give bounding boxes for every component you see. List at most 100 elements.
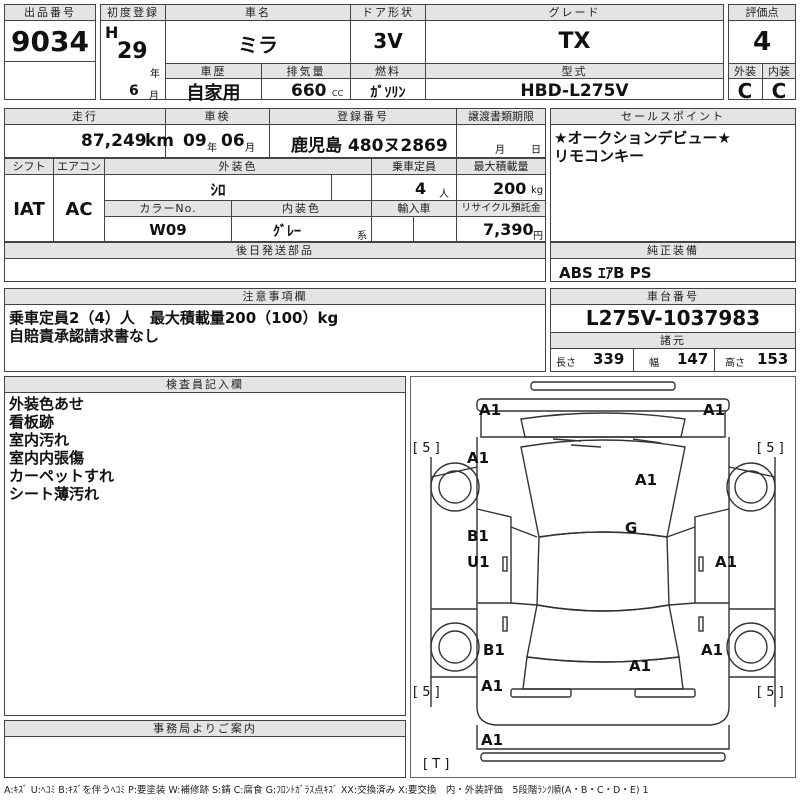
width-label: 幅 bbox=[649, 358, 659, 369]
tire-front-left: [ 5 ] bbox=[413, 441, 440, 456]
lot-box: 出品番号 9034 bbox=[4, 4, 96, 100]
reg-month: 6 bbox=[129, 83, 139, 99]
legend: A:ｷｽﾞ U:ﾍｺﾐ B:ｷｽﾞを伴うﾍｺﾐ P:要塗装 W:補修跡 S:錆 … bbox=[4, 785, 649, 796]
fuel-label: 燃料 bbox=[351, 64, 425, 79]
capacity-unit: 人 bbox=[439, 189, 449, 200]
mark-rear-bumper: A1 bbox=[481, 731, 504, 749]
car-outline-drawing bbox=[430, 381, 776, 762]
recycle-label: リサイクル預託金 bbox=[457, 201, 545, 216]
load-unit: kg bbox=[531, 185, 544, 196]
mark-hood: A1 bbox=[467, 449, 490, 467]
transfer-day: 日 bbox=[531, 145, 541, 156]
spec-label: 諸元 bbox=[551, 333, 795, 348]
vehicle-header: 初度登録 車名 ドア形状 グレード H 29 年 6 月 ミラ 3V TX 車歴… bbox=[100, 4, 724, 104]
mark-rear-left: B1 bbox=[483, 641, 505, 659]
name-label: 車名 bbox=[166, 5, 350, 20]
int-grade: C bbox=[771, 79, 787, 103]
notes-box: 注意事項欄 乗車定員2（4）人 最大積載量200（100）kg 自賠責承認請求書… bbox=[4, 288, 546, 372]
reg-year-unit: 年 bbox=[150, 69, 160, 80]
mark-roof-front: A1 bbox=[635, 471, 658, 489]
mark-right-door: A1 bbox=[715, 553, 738, 571]
chassis-box: 車台番号 L275V-1037983 諸元 長さ 339 幅 147 高さ 15… bbox=[550, 288, 796, 372]
lot-label: 出品番号 bbox=[5, 5, 95, 20]
tire-front-right: [ 5 ] bbox=[757, 441, 784, 456]
km-unit: km bbox=[145, 131, 175, 151]
equipment-label: 純正装備 bbox=[551, 243, 795, 258]
mark-windshield: G bbox=[625, 519, 638, 537]
fuel: ｶﾞｿﾘﾝ bbox=[370, 85, 406, 101]
model: HBD-L275V bbox=[520, 81, 629, 101]
car-diagram: A1 A1 A1 A1 G B1 U1 A1 B1 A1 A1 A1 A1 [ … bbox=[410, 376, 796, 778]
capacity: 4 bbox=[415, 179, 427, 198]
reg-label: 初度登録 bbox=[101, 5, 165, 20]
sales-points-box: セールスポイント ★オークションデビュー★ リモコンキー bbox=[550, 108, 796, 242]
door-label: ドア形状 bbox=[351, 5, 425, 20]
later-parts-label: 後日発送部品 bbox=[5, 243, 545, 258]
tire-rear-right: [ 5 ] bbox=[757, 685, 784, 700]
inspector-line-4: 室内内張傷 bbox=[9, 449, 85, 467]
notes-label: 注意事項欄 bbox=[5, 289, 545, 304]
interior-color-label: 内装色 bbox=[232, 201, 371, 216]
later-parts-box: 後日発送部品 bbox=[4, 242, 546, 282]
mark-door-b1: B1 bbox=[467, 527, 489, 545]
displacement: 660 bbox=[291, 81, 327, 101]
exterior-color: ｼﾛ bbox=[210, 181, 226, 199]
office-label: 事務局よりご案内 bbox=[5, 721, 405, 736]
length-label: 長さ bbox=[556, 358, 576, 369]
equipment: ABS ｴｱB PS bbox=[559, 264, 652, 282]
history: 自家用 bbox=[186, 83, 241, 104]
inspector-box: 検査員記入欄 外装色あせ 看板跡 室内汚れ 室内内張傷 カーペットすれ シート薄… bbox=[4, 376, 406, 716]
interior-color: ｸﾞﾚｰ bbox=[273, 224, 301, 240]
score-label: 評価点 bbox=[729, 5, 795, 20]
aircon: AC bbox=[65, 199, 93, 220]
inspector-line-2: 看板跡 bbox=[9, 413, 55, 431]
tire-rear-left: [ 5 ] bbox=[413, 685, 440, 700]
shift-label: シフト bbox=[5, 159, 53, 174]
mark-front-right: A1 bbox=[703, 401, 726, 419]
length: 339 bbox=[593, 350, 625, 368]
ac-label: エアコン bbox=[54, 159, 104, 174]
inspector-label: 検査員記入欄 bbox=[5, 377, 405, 392]
recycle-fee: 7,390 bbox=[483, 220, 534, 239]
grade: TX bbox=[558, 29, 591, 54]
plate-label: 登録番号 bbox=[270, 109, 456, 124]
note-line-2: 自賠責承認請求書なし bbox=[9, 327, 160, 345]
transfer-month: 月 bbox=[495, 145, 505, 156]
height-label: 高さ bbox=[725, 358, 745, 369]
color-no: W09 bbox=[149, 221, 187, 239]
yen-unit: 円 bbox=[533, 231, 543, 242]
grade-label: グレード bbox=[426, 5, 723, 20]
mark-rear-corner: A1 bbox=[481, 677, 504, 695]
mark-roof-rear: A1 bbox=[629, 657, 652, 675]
chassis-number: L275V-1037983 bbox=[585, 306, 761, 330]
mark-rear-right: A1 bbox=[701, 641, 724, 659]
max-load: 200 bbox=[493, 179, 527, 198]
ext-label: 外装 bbox=[729, 64, 761, 79]
int-label: 内装 bbox=[763, 64, 795, 79]
height: 153 bbox=[757, 350, 789, 368]
door-type: 3V bbox=[373, 29, 403, 53]
inspection-month-unit: 月 bbox=[245, 143, 255, 154]
car-name: ミラ bbox=[238, 33, 278, 57]
inspector-line-5: カーペットすれ bbox=[9, 467, 115, 485]
shift: IAT bbox=[13, 199, 45, 220]
spec-row: シフト エアコン 外装色 乗車定員 最大積載量 IAT AC ｼﾛ 4 人 20… bbox=[4, 158, 546, 242]
inspector-line-3: 室内汚れ bbox=[9, 431, 70, 449]
sales-point-1: ★オークションデビュー★ bbox=[554, 129, 731, 147]
inspection-year: 09 bbox=[183, 131, 207, 151]
reg-era: H bbox=[105, 23, 119, 42]
reg-month-unit: 月 bbox=[149, 91, 159, 102]
plate-number: 鹿児島 480ヌ2869 bbox=[291, 136, 448, 156]
model-label: 型式 bbox=[426, 64, 723, 79]
color-no-label: カラーNo. bbox=[105, 201, 231, 216]
tire-spare: [ T ] bbox=[423, 757, 450, 772]
chassis-label: 車台番号 bbox=[551, 289, 795, 304]
displacement-label: 排気量 bbox=[262, 64, 350, 79]
equipment-box: 純正装備 ABS ｴｱB PS bbox=[550, 242, 796, 282]
sales-point-2: リモコンキー bbox=[554, 147, 645, 165]
history-label: 車歴 bbox=[166, 64, 261, 79]
width: 147 bbox=[677, 350, 709, 368]
inspection-year-unit: 年 bbox=[207, 143, 217, 154]
note-line-1: 乗車定員2（4）人 最大積載量200（100）kg bbox=[9, 309, 339, 327]
import-label: 輸入車 bbox=[372, 201, 456, 216]
